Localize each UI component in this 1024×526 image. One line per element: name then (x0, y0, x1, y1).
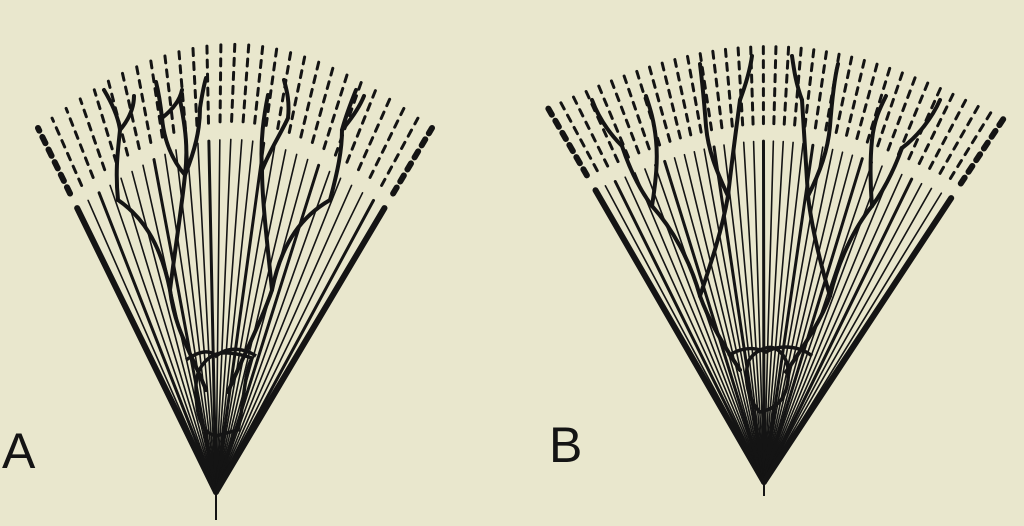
dashed-vein-tip (193, 45, 197, 125)
radiating-vein (763, 141, 764, 482)
dashed-vein-tip (713, 50, 722, 128)
dashed-vein-tip (624, 76, 649, 149)
radiating-vein (764, 184, 922, 482)
radiating-vein (764, 175, 902, 482)
dashed-vein-tip (382, 118, 418, 185)
dashed-vein-tip (207, 42, 209, 123)
dashed-vein-tip (805, 48, 814, 126)
dashed-vein-tip (289, 53, 305, 132)
dashed-vein-tip (220, 41, 221, 122)
branching-vein (902, 100, 940, 148)
branching-vein (120, 96, 134, 130)
dashed-vein-tip (266, 45, 277, 125)
dashed-vein-tip (255, 42, 263, 123)
dashed-vein-tip (815, 50, 826, 128)
radiating-vein (764, 170, 892, 482)
dashed-vein-tip (370, 108, 404, 177)
panel-label-a: A (2, 426, 35, 476)
radiating-vein (110, 185, 216, 492)
dashed-vein-tip (774, 45, 776, 124)
branching-vein (646, 96, 657, 206)
panel-label-b: B (549, 420, 582, 470)
dashed-vein-tip (898, 82, 928, 154)
fan-edge-vein (596, 190, 764, 482)
dashed-vein-tip (784, 46, 788, 125)
branching-vein (330, 90, 356, 200)
dashed-vein-tip (52, 118, 82, 185)
dashed-vein-tip (243, 41, 249, 122)
radiating-vein (216, 160, 308, 492)
radiating-vein (625, 177, 764, 482)
branching-vein (700, 64, 728, 196)
radiating-vein (216, 178, 341, 492)
radiating-vein (675, 158, 764, 482)
fan-panel-b (548, 45, 1004, 496)
dashed-vein-tip (393, 128, 432, 194)
dashed-vein-tip (38, 128, 70, 194)
dashed-vein-tip (232, 40, 235, 121)
dashed-vein-tip (867, 67, 890, 142)
radiating-vein (216, 150, 286, 492)
dashed-vein-tip (611, 81, 638, 153)
fan-panel-a (38, 40, 432, 520)
radiating-vein (88, 200, 216, 492)
dashed-vein-tip (137, 66, 151, 143)
dashed-vein-tip (165, 53, 174, 132)
dashed-vein-tip (725, 48, 732, 126)
dashed-vein-tip (359, 99, 390, 170)
dashed-vein-tip (66, 108, 93, 177)
